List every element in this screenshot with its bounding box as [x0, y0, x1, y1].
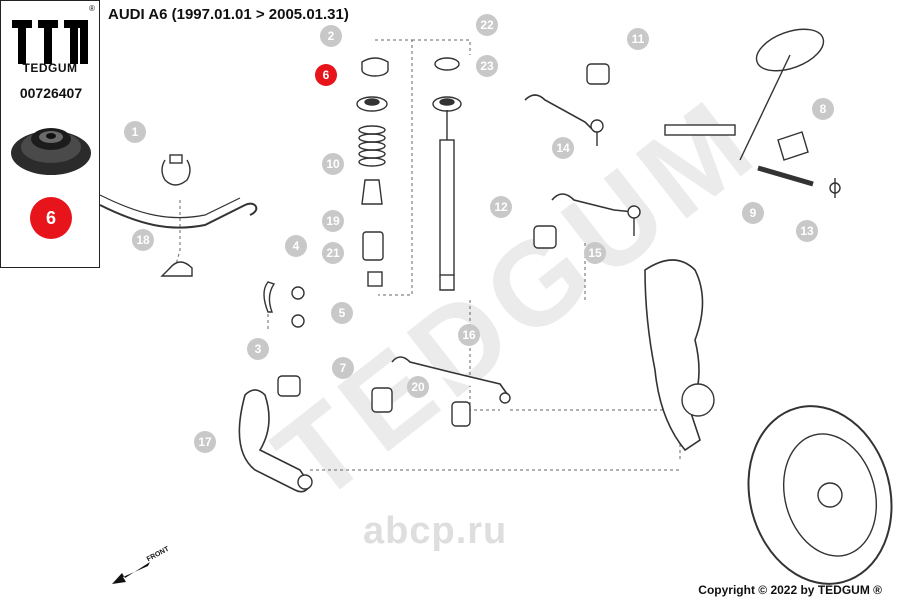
- callout-22[interactable]: 22: [476, 14, 498, 36]
- callout-14[interactable]: 14: [552, 137, 574, 159]
- callout-15[interactable]: 15: [584, 242, 606, 264]
- callout-8[interactable]: 8: [812, 98, 834, 120]
- callout-7[interactable]: 7: [332, 357, 354, 379]
- copyright-text: Copyright © 2022 by TEDGUM ®: [698, 583, 882, 597]
- callout-9[interactable]: 9: [742, 202, 764, 224]
- callout-5[interactable]: 5: [331, 302, 353, 324]
- callout-23[interactable]: 23: [476, 55, 498, 77]
- callout-11[interactable]: 11: [627, 28, 649, 50]
- callout-18[interactable]: 18: [132, 229, 154, 251]
- front-arrow-icon: [112, 562, 150, 584]
- callout-10[interactable]: 10: [322, 153, 344, 175]
- part-info-panel: ® TEDGUM 00726407 6: [0, 0, 100, 268]
- brand-name: TEDGUM: [22, 61, 78, 75]
- callout-16[interactable]: 16: [458, 324, 480, 346]
- callout-3[interactable]: 3: [247, 338, 269, 360]
- callout-6[interactable]: 6: [315, 64, 337, 86]
- callout-20[interactable]: 20: [407, 376, 429, 398]
- strut-mount-thumbnail-icon: [11, 128, 91, 175]
- vehicle-title: AUDI A6 (1997.01.01 > 2005.01.31): [108, 6, 349, 23]
- registered-mark: ®: [89, 4, 95, 13]
- callout-17[interactable]: 17: [194, 431, 216, 453]
- part-number: 00726407: [19, 85, 83, 101]
- callout-21[interactable]: 21: [322, 242, 344, 264]
- tedgum-logo-icon: [8, 16, 92, 66]
- site-watermark: abcp.ru: [363, 510, 508, 552]
- callout-19[interactable]: 19: [322, 210, 344, 232]
- callout-4[interactable]: 4: [285, 235, 307, 257]
- callout-13[interactable]: 13: [796, 220, 818, 242]
- callout-1[interactable]: 1: [124, 121, 146, 143]
- callout-12[interactable]: 12: [490, 196, 512, 218]
- position-badge: 6: [30, 197, 72, 239]
- callout-2[interactable]: 2: [320, 25, 342, 47]
